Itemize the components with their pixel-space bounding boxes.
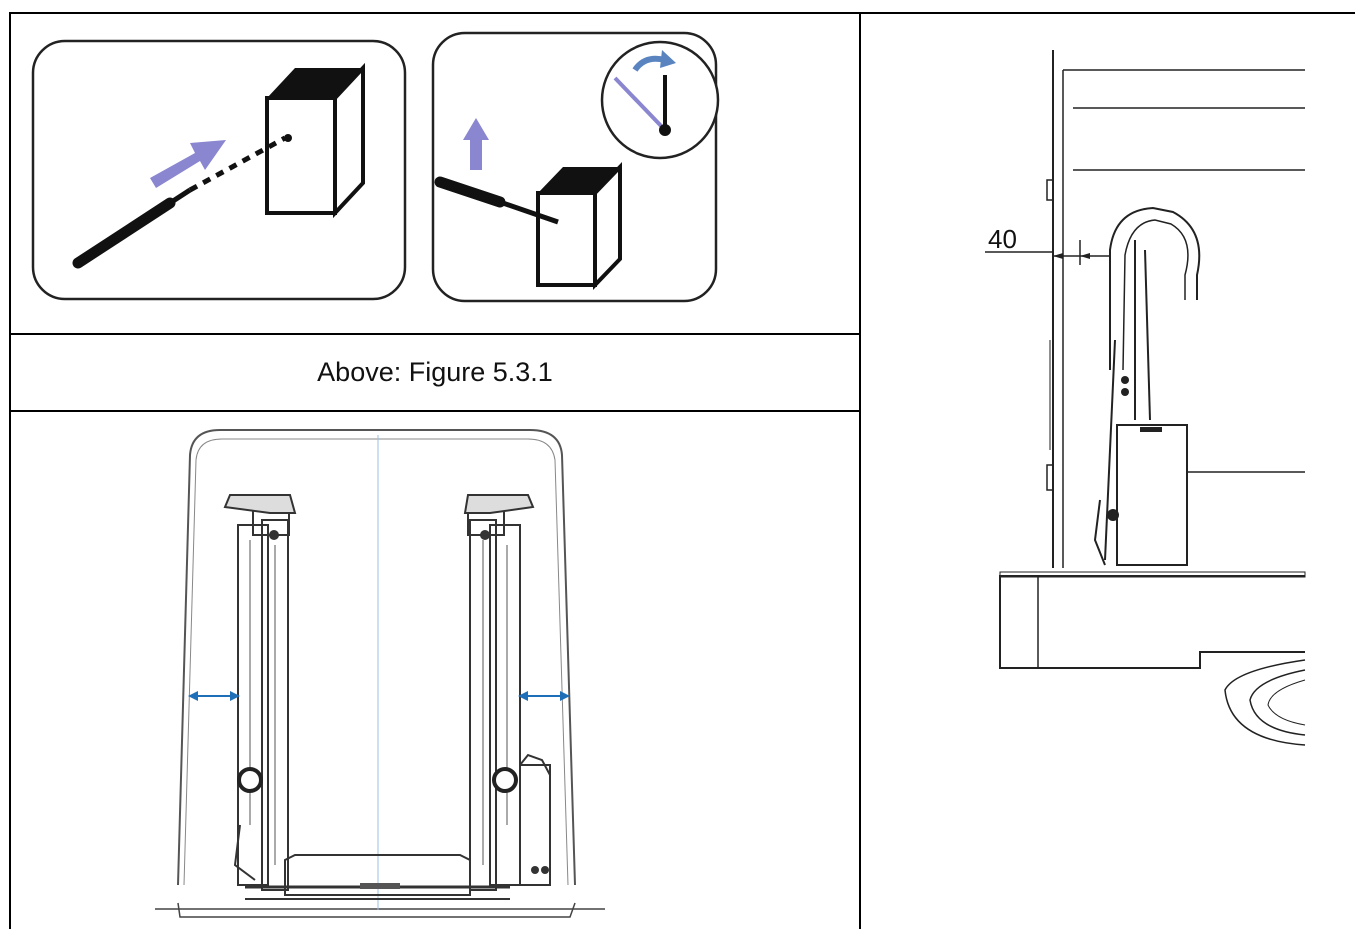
dimension-label: 40 <box>988 224 1017 254</box>
box-icon-2 <box>536 162 622 290</box>
clearance-arrow-right <box>518 691 570 701</box>
folded-lift <box>1093 206 1201 566</box>
row-divider-2 <box>9 410 860 412</box>
table-border-top <box>9 12 1355 14</box>
rotate-arrow-icon <box>600 40 720 160</box>
dimension-40: 40 <box>985 224 1110 265</box>
screwdriver-lift-rotate-icon <box>434 176 559 225</box>
clearance-arrow-left <box>188 691 240 701</box>
figure-panel-insert <box>31 39 407 301</box>
figure-panel-lift-rotate <box>431 31 720 303</box>
vehicle-side-lift-drawing: 40 <box>985 50 1306 746</box>
lift-column-right <box>463 494 551 891</box>
vehicle-rear-lift-drawing <box>155 429 605 918</box>
lift-platform <box>245 854 510 900</box>
lift-arrow-icon <box>463 118 489 170</box>
lift-column-left <box>223 494 297 891</box>
insert-arrow-icon <box>150 140 226 188</box>
screwdriver-insert-icon <box>72 135 287 269</box>
figure-caption: Above: Figure 5.3.1 <box>317 357 553 387</box>
table-column-divider <box>859 12 861 929</box>
box-icon <box>265 62 365 219</box>
vehicle-floor <box>999 571 1306 746</box>
table-border-left <box>9 12 11 929</box>
row-divider-1 <box>9 333 860 335</box>
